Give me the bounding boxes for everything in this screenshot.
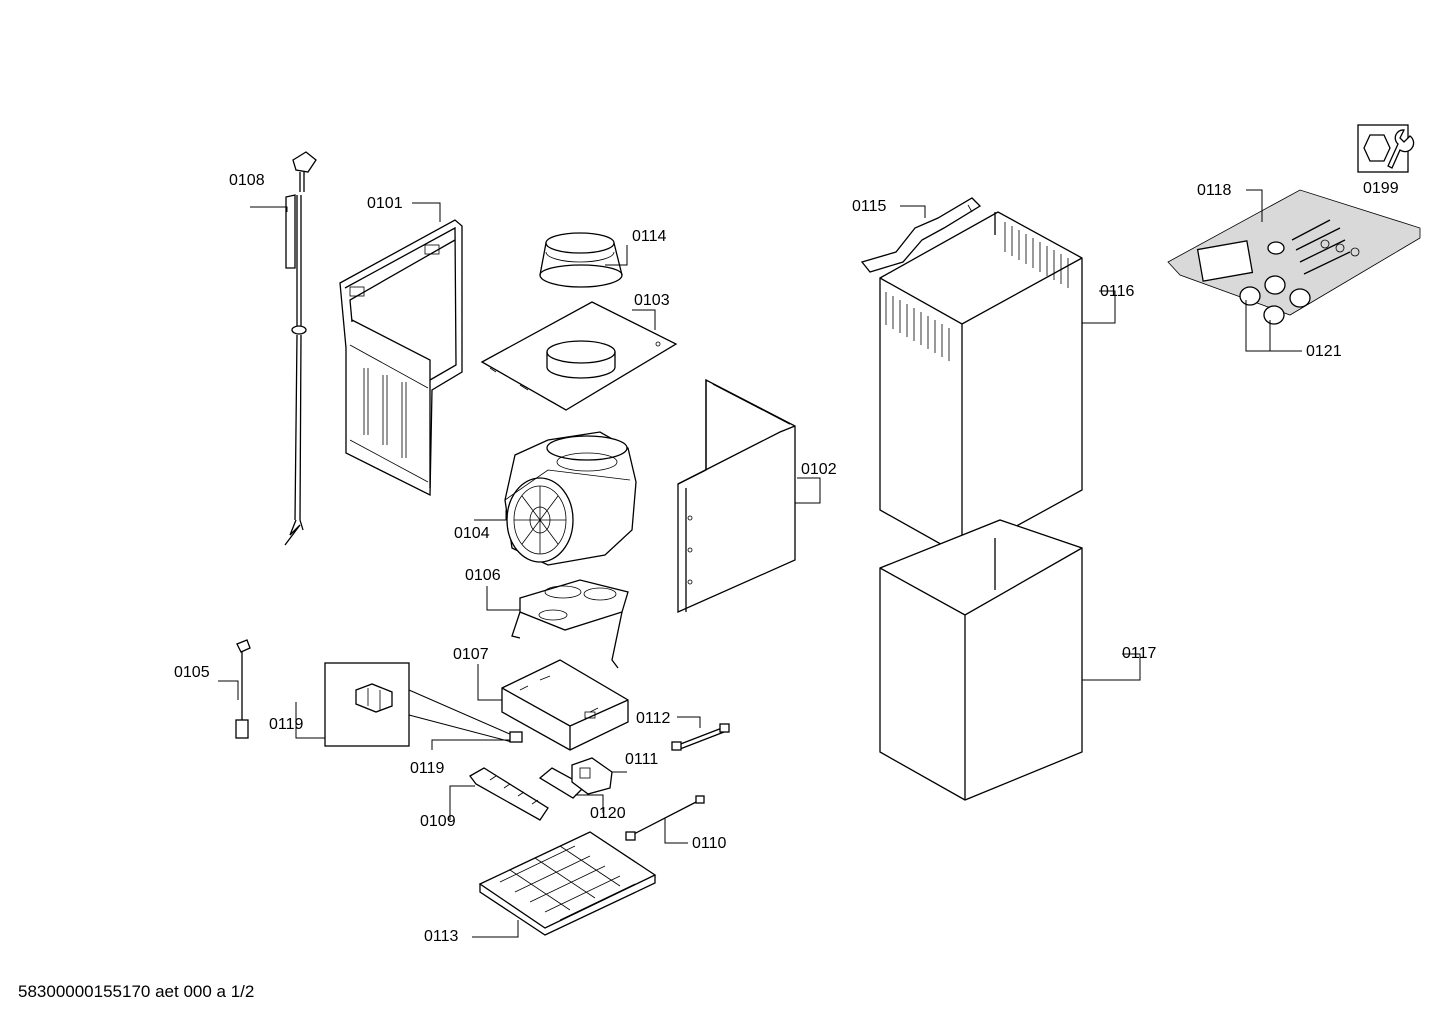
part-label-0112: 0112 xyxy=(636,710,671,727)
accessory-bag-drawing xyxy=(1167,189,1421,325)
back-frame-drawing xyxy=(339,219,463,497)
part-label-0116: 0116 xyxy=(1100,283,1135,300)
control-box-drawing xyxy=(501,659,629,751)
power-cord-drawing xyxy=(284,151,317,546)
blower-motor-drawing xyxy=(504,431,637,566)
wrench-nut-icon xyxy=(1357,124,1415,173)
part-label-0102: 0102 xyxy=(801,461,837,478)
part-label-0119: 0119 xyxy=(410,760,445,777)
grease-filter-drawing xyxy=(478,831,657,936)
upper-chimney-drawing xyxy=(879,211,1083,557)
side-panel-drawing xyxy=(677,378,796,614)
part-label-0114: 0114 xyxy=(632,228,667,245)
signal-cable-drawing xyxy=(625,795,705,841)
part-label-0105: 0105 xyxy=(174,664,210,681)
ribbon-cable-drawing xyxy=(671,723,730,751)
part-label-0106: 0106 xyxy=(465,567,501,584)
part-label-0109: 0109 xyxy=(420,813,456,830)
part-label-0103: 0103 xyxy=(634,292,670,309)
top-plate-drawing xyxy=(480,301,678,411)
part-label-0110: 0110 xyxy=(692,835,727,852)
part-label-0199: 0199 xyxy=(1363,180,1399,197)
drawing-id: 58300000155170 aet 000 a 1/2 xyxy=(18,982,255,1001)
part-label-0117: 0117 xyxy=(1122,645,1157,662)
part-label-0120: 0120 xyxy=(590,805,626,822)
lower-chimney-drawing xyxy=(879,519,1083,801)
part-label-0107: 0107 xyxy=(453,646,489,663)
part-label-0104: 0104 xyxy=(454,525,490,542)
switch-block-drawing xyxy=(571,757,613,795)
part-label-0121: 0121 xyxy=(1306,343,1342,360)
chimney-bracket-drawing xyxy=(860,197,982,273)
clip-detail-drawing xyxy=(324,662,523,747)
part-label-0108: 0108 xyxy=(229,172,265,189)
part-label-0119-detail: 0119 xyxy=(269,716,304,733)
part-label-0111: 0111 xyxy=(625,751,659,768)
part-label-0115: 0115 xyxy=(852,198,887,215)
leader-lines xyxy=(218,189,1302,938)
air-collar-drawing xyxy=(539,232,623,288)
part-label-0101: 0101 xyxy=(367,195,403,212)
part-label-0113: 0113 xyxy=(424,928,459,945)
connector-cable-drawing xyxy=(235,639,251,739)
part-label-0118: 0118 xyxy=(1197,182,1232,199)
control-panel-drawing xyxy=(469,767,549,821)
motor-bracket-drawing xyxy=(511,579,629,669)
